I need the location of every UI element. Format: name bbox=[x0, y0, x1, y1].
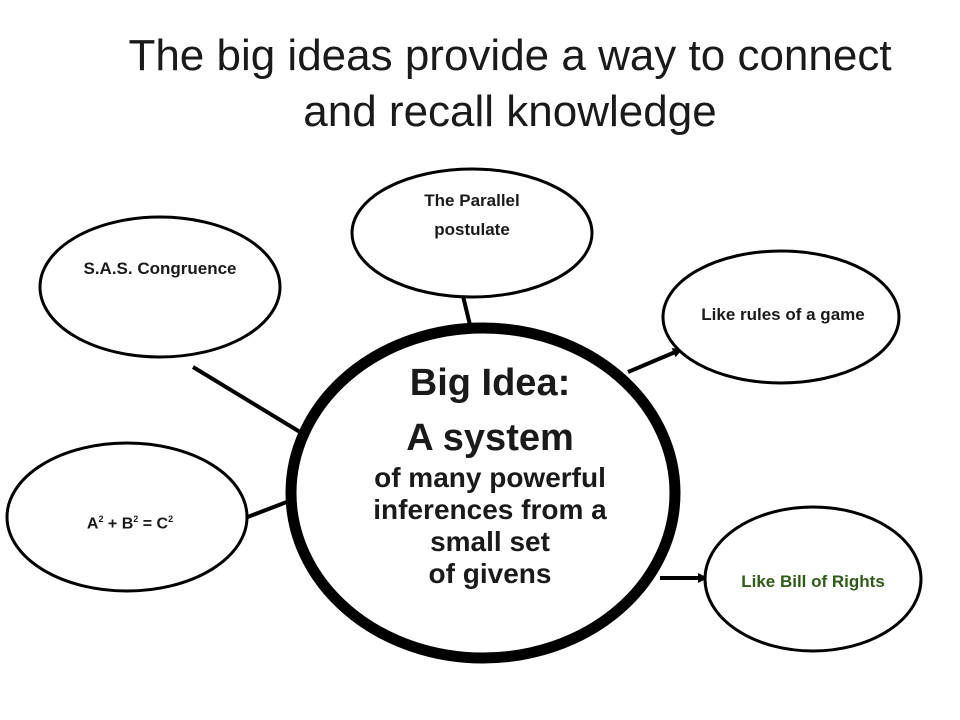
pyth-c-exp: 2 bbox=[168, 514, 174, 524]
title-line-2: and recall knowledge bbox=[303, 87, 717, 136]
parallel-line-1: The Parallel bbox=[424, 191, 520, 210]
center-subheading: A system bbox=[406, 417, 574, 459]
parallel-line-2: postulate bbox=[434, 220, 510, 239]
connector-sas bbox=[191, 365, 302, 434]
center-ellipse bbox=[285, 322, 681, 664]
node-parallel-ellipse bbox=[350, 167, 594, 299]
node-bill-ellipse bbox=[703, 505, 923, 653]
center-heading: Big Idea: bbox=[409, 362, 571, 404]
pyth-eq: = bbox=[142, 515, 153, 533]
center-line-4: inferences from a bbox=[373, 494, 607, 525]
center-line-3: of many powerful bbox=[374, 462, 606, 493]
node-sas-label: S.A.S. Congruence bbox=[50, 258, 270, 280]
node-pythagorean-label: A2 + B2 = C2 bbox=[50, 508, 210, 535]
page-title: The big ideas provide a way to connect a… bbox=[60, 28, 960, 140]
title-line-1: The big ideas provide a way to connect bbox=[128, 31, 892, 80]
node-parallel-label: The Parallel postulate bbox=[372, 188, 572, 242]
center-text-block: Big Idea: A system of many powerful infe… bbox=[300, 360, 680, 590]
pyth-plus: + bbox=[107, 515, 118, 533]
node-sas-ellipse bbox=[38, 215, 282, 359]
sas-text: S.A.S. Congruence bbox=[83, 259, 237, 278]
center-line-5: small set bbox=[430, 526, 550, 557]
pyth-a-exp: 2 bbox=[98, 514, 104, 524]
node-pythagorean-ellipse bbox=[5, 441, 249, 593]
center-line-6: of givens bbox=[428, 558, 552, 589]
pyth-c: C bbox=[156, 515, 169, 533]
pyth-b-exp: 2 bbox=[133, 514, 139, 524]
arrow-to-rules bbox=[627, 348, 683, 374]
node-rules-ellipse bbox=[661, 249, 901, 385]
bill-text: Like Bill of Rights bbox=[741, 572, 885, 591]
node-rules-label: Like rules of a game bbox=[668, 304, 898, 326]
rules-text: Like rules of a game bbox=[701, 305, 865, 324]
pyth-b: B bbox=[121, 515, 134, 533]
pyth-a: A bbox=[86, 515, 99, 533]
node-bill-label: Like Bill of Rights bbox=[718, 571, 908, 593]
connector-pythagorean bbox=[244, 498, 293, 520]
